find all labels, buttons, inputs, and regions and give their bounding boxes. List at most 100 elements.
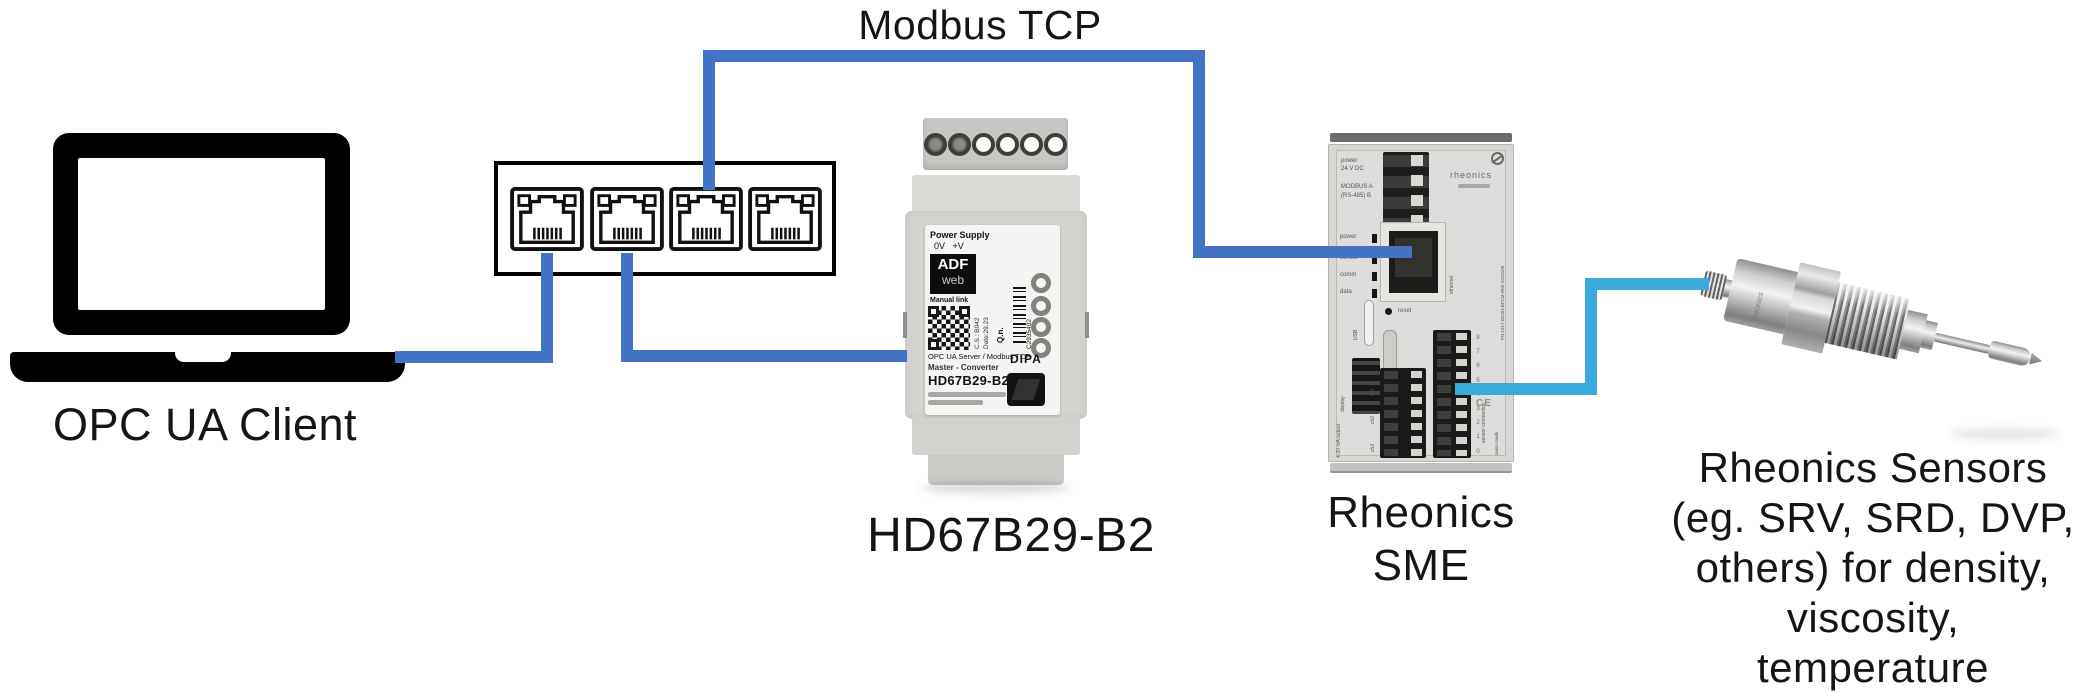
modbus-tcp-label: Modbus TCP (858, 2, 1102, 48)
rj45-port-3-icon (669, 187, 743, 251)
sme-led (1372, 234, 1377, 243)
converter-foot (928, 455, 1064, 485)
sme-brand: rheonics (1450, 170, 1493, 180)
line-laptop-to-switch-vertical (541, 253, 553, 363)
terminal-hole (1020, 132, 1043, 156)
converter-config-port (1007, 373, 1045, 406)
power-supply-label: Power Supply (930, 230, 990, 240)
converter-shadow (920, 482, 1070, 494)
sme-ch1-label: ch1 (1370, 387, 1376, 396)
sme-led (1372, 272, 1377, 281)
sme-ethernet-port-frame (1380, 222, 1446, 302)
sensor-thread (1824, 282, 1911, 360)
type-line: Master - Converter (928, 363, 999, 372)
sme-origin-label: swiss made (1494, 431, 1499, 455)
rheonics-logo-icon (1491, 152, 1504, 165)
converter-device: Power Supply 0V +V ADF web Manual link C… (900, 112, 1092, 494)
terminal-hole (972, 132, 995, 156)
sme-modbus-label1: MODBUS A (1341, 184, 1373, 190)
din-clip-right (1085, 312, 1089, 338)
dip-label: DIPA (1010, 352, 1042, 366)
sme-modbus-label2: (RS-485) B (1341, 193, 1372, 199)
sme-label-line1: Rheonics (1327, 488, 1515, 537)
converter-label: HD67B29-B2 (867, 509, 1155, 562)
converter-config-port-inner (1011, 379, 1041, 400)
laptop-icon (10, 95, 470, 395)
sme-led1-label: power (1340, 234, 1357, 240)
line-switch-to-converter-vertical (621, 253, 633, 362)
sensors-label: Rheonics Sensors (eg. SRV, SRD, DVP, oth… (1657, 443, 2085, 693)
line-modbus-riser (703, 50, 715, 190)
qr-finder (928, 306, 939, 317)
sme-ethernet-label: ethernet (1449, 275, 1455, 294)
ethernet-switch (494, 161, 836, 276)
line-laptop-to-switch-horizontal (395, 351, 553, 363)
line-modbus-to-sme (1193, 246, 1412, 258)
serial-number-blur (928, 400, 983, 405)
ce-mark: CE (1476, 398, 1492, 409)
barcode-number-vertical: C2935402 (1026, 319, 1033, 349)
sensor-stem (1933, 332, 1991, 354)
model-line: HD67B29-B2 (928, 373, 1010, 388)
sme-usb-label: USB (1353, 329, 1359, 340)
sme-din-edge-bottom (1330, 463, 1512, 473)
line-sme-to-sensor-horizontal2 (1585, 278, 1709, 290)
terminal-screw (924, 132, 947, 156)
sme-voltage-label: 24 V DC (1341, 166, 1364, 172)
sme-model-blur (1458, 184, 1490, 188)
sme-led (1372, 255, 1377, 264)
converter-front-label: Power Supply 0V +V ADF web Manual link C… (925, 225, 1060, 415)
qr-finder (959, 306, 970, 317)
sme-led3-label: comm (1340, 272, 1357, 278)
line-modbus-top (703, 50, 1205, 62)
laptop-screen (53, 133, 350, 335)
mac-address-blur (928, 392, 1006, 397)
power-terminals-label: 0V +V (934, 241, 964, 251)
laptop-screen-display (78, 158, 325, 310)
barcode (1013, 287, 1026, 345)
led-ring (1031, 296, 1051, 316)
sme-label-line2: SME (1372, 541, 1470, 590)
adfweb-logo-bottom: web (941, 273, 964, 287)
sensors-label-line2: (eg. SRV, SRD, DVP, (1671, 494, 2075, 541)
qr-finder (928, 339, 939, 350)
opc-ua-client-label: OPC UA Client (52, 399, 358, 450)
sme-ch3-label: ch3 (1370, 443, 1376, 452)
converter-top-shoulder (912, 175, 1080, 213)
product-line: OPC UA Server / Modbus TCP (928, 352, 1031, 361)
sensor-tip (2029, 353, 2043, 367)
rj45-port-2-icon (590, 187, 664, 251)
sme-led (1372, 289, 1377, 298)
sme-reset-button (1385, 308, 1392, 315)
sensor-bulb (1987, 340, 2033, 368)
rj45-port-4-icon (748, 187, 822, 251)
sensors-label-line3: others) for density, (1695, 544, 2051, 591)
sme-usb-slot (1364, 300, 1374, 346)
sensor-engraving: rheonics (1749, 291, 1766, 323)
sme-din-edge-top (1330, 133, 1512, 142)
sme-label: Rheonics SME (1296, 486, 1546, 592)
sensor-probe-icon: rheonics (1693, 239, 2064, 408)
line-switch-to-converter-horizontal (621, 350, 907, 362)
line-modbus-drop (1193, 50, 1205, 258)
sme-led2-label: sensor (1340, 255, 1359, 261)
adfweb-logo-top: ADF (937, 256, 969, 273)
adfweb-logo: ADF web (930, 254, 976, 294)
sme-led4-label: data (1340, 289, 1352, 295)
led-ring (1031, 317, 1051, 337)
sme-device: power 24 V DC MODBUS A (RS-485) B rheoni… (1328, 130, 1514, 478)
sme-ch2-label: ch2 (1370, 415, 1376, 424)
terminal-hole (996, 132, 1019, 156)
sensors-label-line1: Rheonics Sensors (1698, 444, 2048, 491)
led-ring (1031, 273, 1051, 293)
sensor-shadow (1950, 428, 2060, 440)
sme-reset-label: reset (1398, 308, 1412, 314)
sme-ethernet-port (1389, 231, 1438, 293)
date-code-vertical: Date:29.23 (983, 317, 990, 349)
terminal-hole (1044, 132, 1067, 156)
din-clip-left (903, 312, 907, 338)
sme-power-label: power (1341, 158, 1358, 164)
sme-display-header (1352, 358, 1380, 414)
converter-bottom-shoulder (912, 417, 1080, 455)
